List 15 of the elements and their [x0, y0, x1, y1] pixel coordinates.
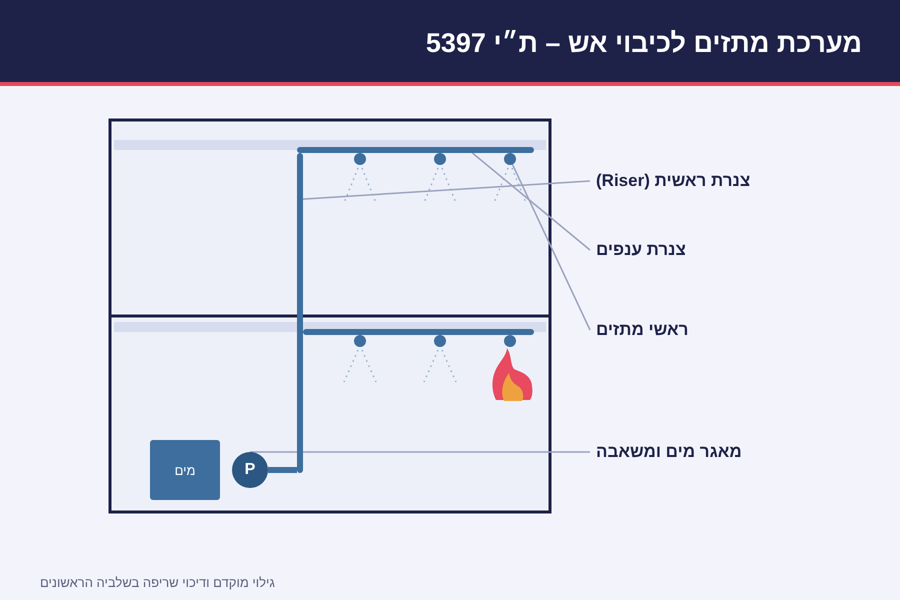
callout-text: מאגר מים ומשאבה: [590, 441, 742, 463]
riser-pipe: [297, 153, 303, 473]
leader-line: [472, 152, 590, 251]
caption: גילוי מוקדם ודיכוי שריפה בשלביה הראשונים: [40, 575, 275, 591]
leader-line: [302, 180, 590, 200]
callout-text: צנרת ענפים: [590, 239, 686, 261]
branch-pipe: [303, 329, 534, 335]
pipe: [268, 467, 297, 473]
callout-text: ראשי מתזים: [590, 319, 688, 341]
leader-line: [250, 451, 590, 453]
title: מערכת מתזים לכיבוי אש – ת״י 5397: [426, 27, 862, 59]
callout-text: צנרת ראשית (Riser): [590, 170, 750, 192]
water-tank: מים: [150, 440, 220, 500]
leader-line: [512, 164, 591, 330]
branch-pipe: [297, 147, 534, 153]
